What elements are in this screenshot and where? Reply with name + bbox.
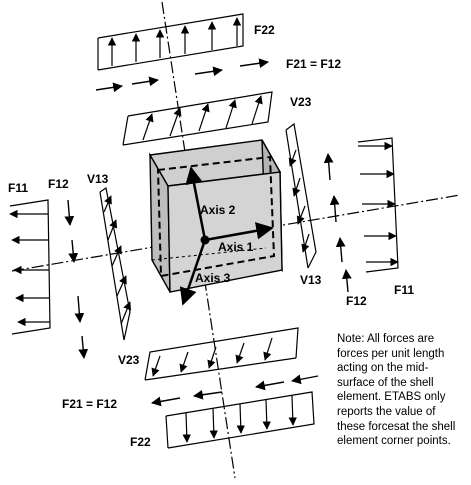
f12-right-arrows — [323, 153, 352, 293]
v13-left-diagram — [99, 187, 132, 341]
label-f12-left: F12 — [48, 177, 69, 191]
label-v23-bottom: V23 — [118, 353, 140, 367]
v13-right-diagram — [285, 122, 317, 269]
v23-bottom-diagram — [144, 327, 299, 381]
label-axis3: Axis 3 — [195, 271, 231, 285]
label-axis1: Axis 1 — [218, 240, 254, 254]
label-f22-bottom: F22 — [130, 435, 151, 449]
label-axis2: Axis 2 — [200, 203, 236, 217]
label-v13-left: V13 — [87, 172, 109, 186]
local-axes — [179, 166, 274, 306]
label-v23-top: V23 — [290, 95, 312, 109]
f11-left-diagram — [9, 199, 51, 335]
f22-top-diagram — [97, 13, 244, 71]
f11-right-diagram — [357, 137, 399, 273]
label-v13-right: V13 — [300, 273, 322, 287]
label-f12-right: F12 — [346, 294, 367, 308]
label-f11-right: F11 — [394, 283, 414, 297]
label-f21-top: F21 = F12 — [286, 57, 341, 71]
v23-top-diagram — [122, 91, 273, 146]
label-f22-top: F22 — [254, 23, 275, 37]
origin-dot — [200, 235, 210, 245]
note-text: Note: All forces are forces per unit len… — [337, 333, 456, 448]
label-f21-bottom: F21 = F12 — [62, 397, 117, 411]
f21-bottom-arrows — [151, 374, 319, 407]
f21-top-arrows — [95, 58, 269, 93]
label-f11-left: F11 — [8, 181, 28, 195]
f22-bottom-diagram — [165, 391, 315, 449]
f12-left-arrows — [64, 199, 89, 359]
